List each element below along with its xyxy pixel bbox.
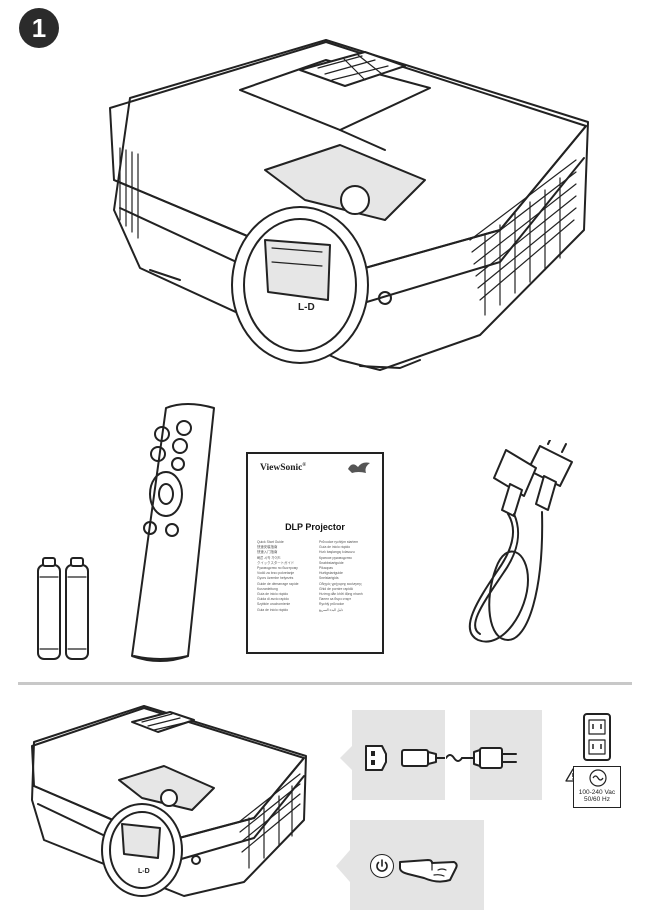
pointing-hand-icon	[399, 859, 458, 883]
power-plug-icon	[446, 747, 517, 769]
batteries-illustration	[32, 555, 96, 663]
section-divider	[18, 682, 632, 685]
quick-start-guide: ViewSonic® DLP Projector Quick Start Gui…	[246, 452, 384, 654]
power-button[interactable]	[370, 854, 394, 878]
power-icon	[376, 859, 388, 872]
wall-socket-icon	[583, 713, 611, 761]
ac-spec-box: 100-240 Vac 50/60 Hz	[573, 766, 621, 808]
connection-panel-cord	[446, 710, 542, 800]
guide-languages-right: Průvodce rychlým startem Guía de inicio …	[319, 540, 363, 612]
connection-panel-projector	[340, 710, 445, 800]
voltage-label: 100-240 Vac	[578, 789, 616, 796]
panel-pointer	[340, 746, 352, 770]
guide-languages-left: Quick Start Guide 快速安裝指南 快速入门指南 빠른 시작 가이…	[257, 540, 299, 612]
frequency-label: 50/60 Hz	[583, 796, 611, 803]
bird-logo-icon	[348, 462, 370, 473]
power-cord-illustration	[448, 440, 588, 660]
projector-illustration: L-D	[100, 30, 600, 380]
remote-control-illustration	[126, 400, 222, 666]
projector-small-illustration: L-D	[24, 700, 314, 900]
wall-outlet	[582, 712, 612, 762]
power-on-panel	[336, 820, 484, 910]
step-number: 1	[31, 12, 47, 43]
guide-title: DLP Projector	[285, 522, 345, 532]
step-badge: 1	[19, 8, 59, 48]
guide-brand: ViewSonic®	[260, 463, 307, 474]
lens-logo: L-D	[298, 302, 315, 313]
ac-current-icon	[589, 769, 607, 787]
ac-inlet-and-connector-icon	[365, 745, 445, 771]
panel-pointer-power	[336, 850, 350, 882]
small-lens-logo: L-D	[138, 868, 150, 875]
